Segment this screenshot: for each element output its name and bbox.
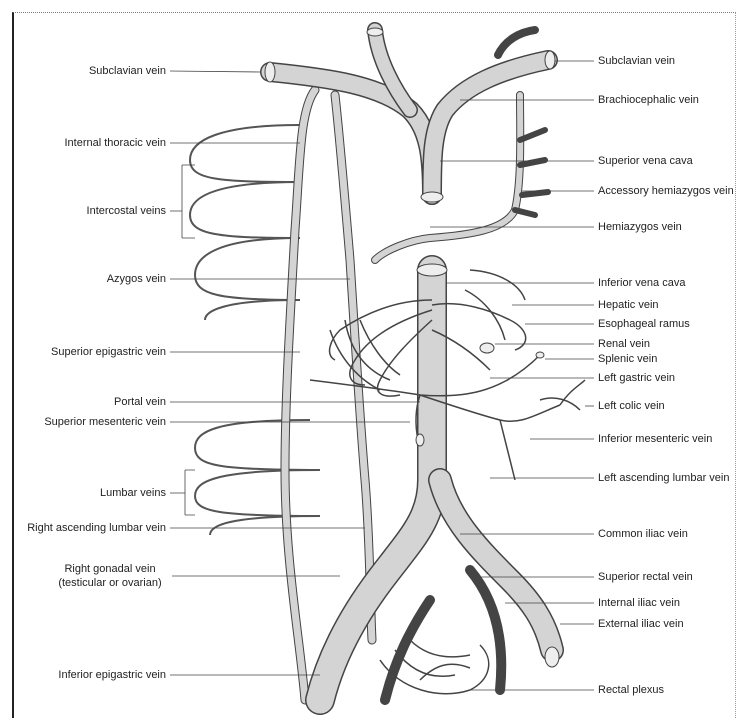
label-portal-vein: Portal vein bbox=[114, 396, 166, 408]
label-brachiocephalic-vein: Brachiocephalic vein bbox=[598, 94, 699, 106]
lumbar-loops bbox=[195, 420, 320, 535]
intercostal-loops bbox=[190, 125, 300, 320]
vessel-drawing bbox=[190, 28, 585, 700]
label-esophageal-ramus: Esophageal ramus bbox=[598, 318, 690, 330]
label-azygos-vein: Azygos vein bbox=[107, 273, 166, 285]
label-superior-rectal-vein: Superior rectal vein bbox=[598, 571, 693, 583]
label-inferior-mesenteric-vein: Inferior mesenteric vein bbox=[598, 433, 712, 445]
label-internal-iliac-vein: Internal iliac vein bbox=[598, 597, 680, 609]
right-labels: Subclavian vein Brachiocephalic vein Sup… bbox=[430, 55, 734, 696]
label-lumbar-veins: Lumbar veins bbox=[100, 487, 167, 499]
hemiazygos-system bbox=[375, 95, 548, 260]
label-accessory-hemiazygos-vein: Accessory hemiazygos vein bbox=[598, 185, 734, 197]
label-intercostal-veins: Intercostal veins bbox=[87, 205, 167, 217]
label-superior-vena-cava: Superior vena cava bbox=[598, 155, 694, 167]
label-left-ascending-lumbar-vein: Left ascending lumbar vein bbox=[598, 472, 729, 484]
label-right-ascending-lumbar-vein: Right ascending lumbar vein bbox=[27, 522, 166, 534]
label-common-iliac-vein: Common iliac vein bbox=[598, 528, 688, 540]
label-subclavian-vein-right: Subclavian vein bbox=[598, 55, 675, 67]
label-right-gonadal-vein: Right gonadal vein bbox=[64, 563, 155, 575]
label-right-gonadal-vein-sub: (testicular or ovarian) bbox=[58, 577, 161, 589]
label-inferior-epigastric-vein: Inferior epigastric vein bbox=[58, 669, 166, 681]
label-inferior-vena-cava: Inferior vena cava bbox=[598, 277, 686, 289]
label-left-colic-vein: Left colic vein bbox=[598, 400, 665, 412]
label-subclavian-vein-left: Subclavian vein bbox=[89, 65, 166, 77]
label-hepatic-vein: Hepatic vein bbox=[598, 299, 659, 311]
label-renal-vein: Renal vein bbox=[598, 338, 650, 350]
label-external-iliac-vein: External iliac vein bbox=[598, 618, 684, 630]
label-superior-epigastric-vein: Superior epigastric vein bbox=[51, 346, 166, 358]
label-internal-thoracic-vein: Internal thoracic vein bbox=[65, 137, 167, 149]
label-hemiazygos-vein: Hemiazygos vein bbox=[598, 221, 682, 233]
label-splenic-vein: Splenic vein bbox=[598, 353, 657, 365]
label-left-gastric-vein: Left gastric vein bbox=[598, 372, 675, 384]
label-rectal-plexus: Rectal plexus bbox=[598, 684, 665, 696]
label-superior-mesenteric-vein: Superior mesenteric vein bbox=[44, 416, 166, 428]
